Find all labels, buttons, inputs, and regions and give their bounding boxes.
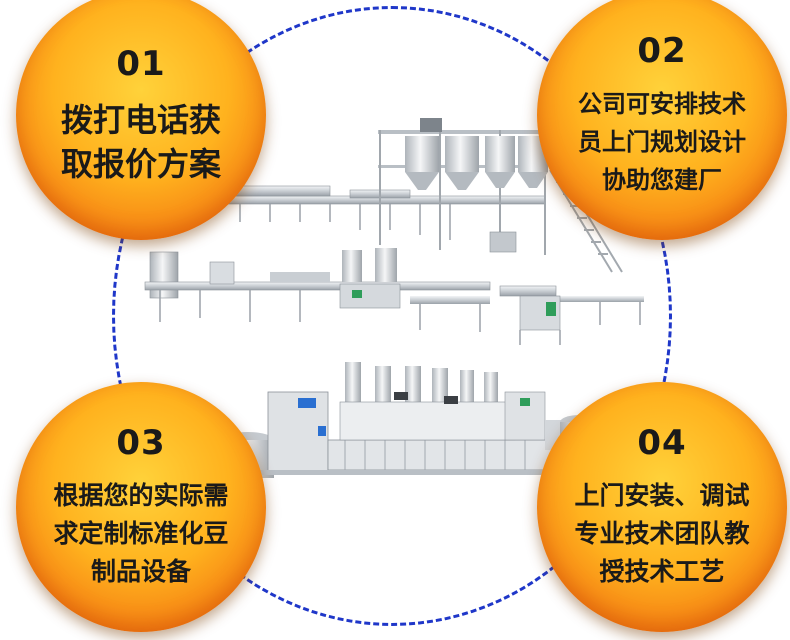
step-badge-2: 02 公司可安排技术 员上门规划设计 协助您建厂 bbox=[537, 0, 787, 240]
bottom-production-line bbox=[222, 362, 600, 478]
step-badge-3: 03 根据您的实际需 求定制标准化豆 制品设备 bbox=[16, 382, 266, 632]
step-number: 02 bbox=[637, 31, 687, 71]
step-text-line: 公司可安排技术 bbox=[578, 90, 746, 118]
middle-production-line bbox=[144, 248, 644, 345]
step-text: 拨打电话获 取报价方案 bbox=[39, 98, 243, 186]
step-text-line: 根据您的实际需 bbox=[53, 481, 229, 510]
step-text: 公司可安排技术 员上门规划设计 协助您建厂 bbox=[556, 85, 768, 199]
step-number: 03 bbox=[116, 423, 166, 463]
overhead-tanks bbox=[405, 118, 548, 190]
step-badge-4: 04 上门安装、调试 专业技术团队教 授技术工艺 bbox=[537, 382, 787, 632]
step-text: 根据您的实际需 求定制标准化豆 制品设备 bbox=[31, 477, 250, 591]
step-text: 上门安装、调试 专业技术团队教 授技术工艺 bbox=[552, 477, 771, 591]
step-text-line: 上门安装、调试 bbox=[574, 481, 750, 510]
press-cylinders bbox=[345, 362, 498, 408]
step-number: 01 bbox=[116, 44, 166, 84]
step-text-line: 求定制标准化豆 bbox=[53, 519, 229, 548]
step-text-line: 员上门规划设计 bbox=[578, 128, 746, 156]
step-text-line: 制品设备 bbox=[90, 557, 191, 586]
step-text-line: 协助您建厂 bbox=[602, 166, 722, 194]
step-text-line: 专业技术团队教 bbox=[574, 519, 750, 548]
step-number: 04 bbox=[637, 423, 687, 463]
step-text-line: 拨打电话获 bbox=[60, 101, 221, 139]
step-text-line: 授技术工艺 bbox=[599, 557, 725, 586]
step-badge-1: 01 拨打电话获 取报价方案 bbox=[16, 0, 266, 240]
step-text-line: 取报价方案 bbox=[60, 145, 221, 183]
dashed-ring bbox=[112, 6, 672, 626]
